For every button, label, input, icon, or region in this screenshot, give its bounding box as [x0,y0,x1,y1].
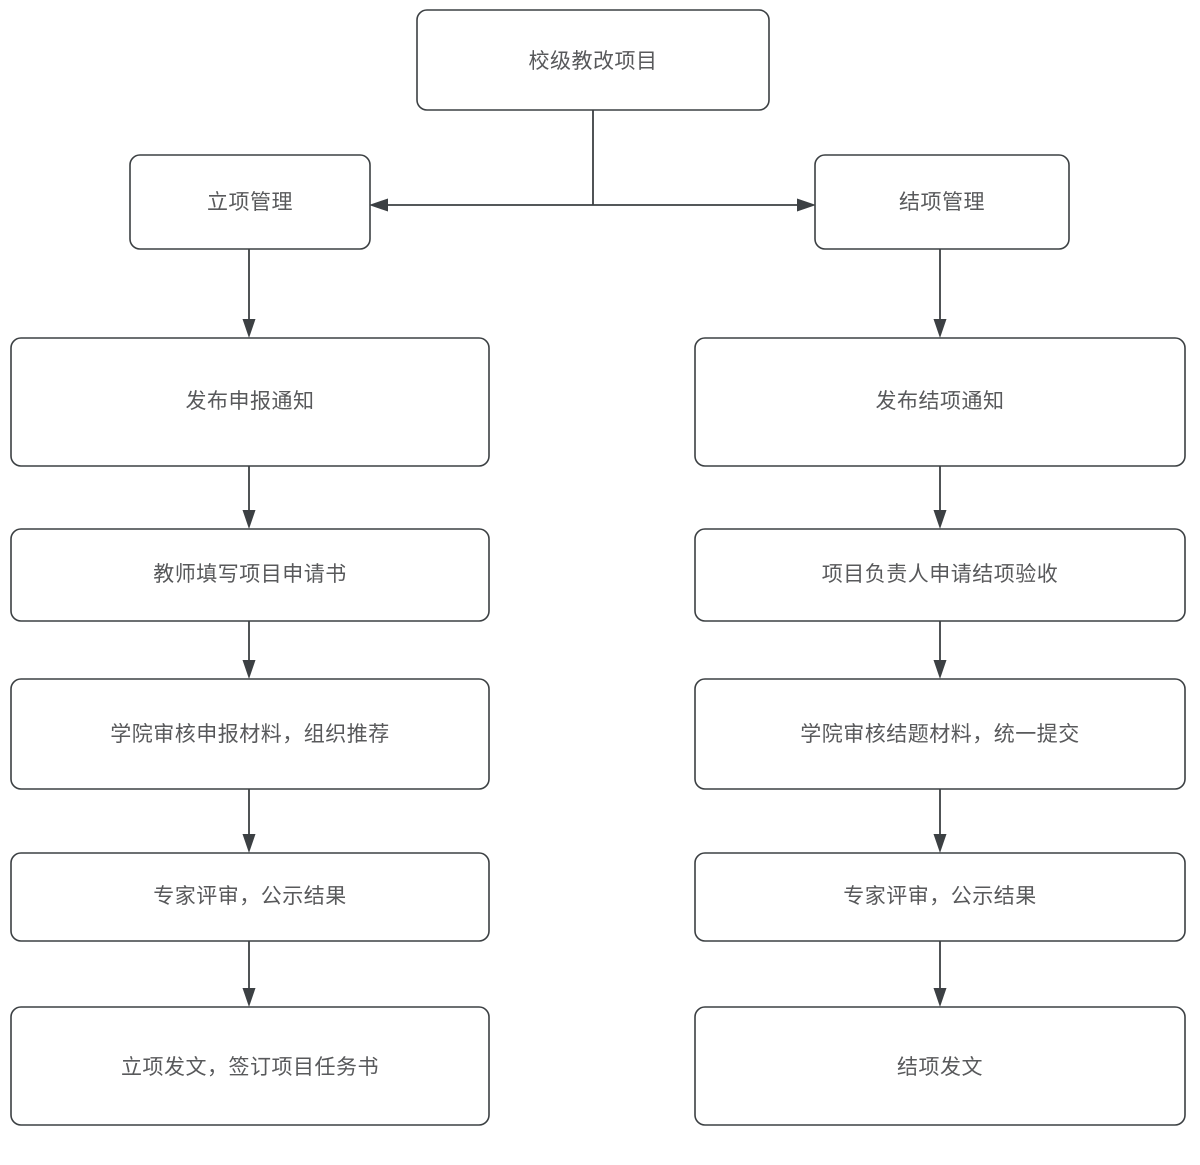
node-root[interactable]: 校级教改项目 [416,9,770,111]
edge-arrowhead-left-1 [242,319,256,338]
node-left-4-box[interactable] [10,852,490,942]
node-right-1-box[interactable] [694,337,1186,467]
node-left-5[interactable]: 立项发文，签订项目任务书 [10,1006,490,1126]
edge-arrowhead-right-1 [933,319,947,338]
node-root-label: 校级教改项目 [529,49,658,73]
node-left-branch[interactable]: 立项管理 [129,154,371,250]
node-right-3-box[interactable] [694,678,1186,790]
node-left-1-label: 发布申报通知 [186,389,315,413]
node-left-5-box[interactable] [10,1006,490,1126]
node-right-2[interactable]: 项目负责人申请结项验收 [694,528,1186,622]
node-right-4[interactable]: 专家评审，公示结果 [694,852,1186,942]
node-left-branch-label: 立项管理 [207,190,293,214]
edge-arrowhead-left-4 [242,834,256,853]
node-right-branch-box[interactable] [814,154,1070,250]
node-right-3[interactable]: 学院审核结题材料，统一提交 [694,678,1186,790]
node-left-4-label: 专家评审，公示结果 [153,884,347,908]
node-left-branch-box[interactable] [129,154,371,250]
node-right-branch-label: 结项管理 [899,190,985,214]
node-right-2-label: 项目负责人申请结项验收 [822,562,1059,586]
node-right-5-box[interactable] [694,1006,1186,1126]
edge-arrowhead-left-2 [242,510,256,529]
node-root-box[interactable] [416,9,770,111]
node-left-2[interactable]: 教师填写项目申请书 [10,528,490,622]
edge-arrowhead-right-2 [933,510,947,529]
edge-arrowhead-left-3 [242,660,256,679]
node-left-4[interactable]: 专家评审，公示结果 [10,852,490,942]
node-right-3-label: 学院审核结题材料，统一提交 [800,722,1080,746]
node-left-2-box[interactable] [10,528,490,622]
node-right-5[interactable]: 结项发文 [694,1006,1186,1126]
node-right-4-box[interactable] [694,852,1186,942]
edge-arrowhead-left [369,198,388,212]
node-left-5-label: 立项发文，签订项目任务书 [121,1055,379,1079]
node-left-2-label: 教师填写项目申请书 [153,562,347,586]
node-left-1-box[interactable] [10,337,490,467]
node-left-3[interactable]: 学院审核申报材料，组织推荐 [10,678,490,790]
node-right-1[interactable]: 发布结项通知 [694,337,1186,467]
node-right-1-label: 发布结项通知 [876,389,1005,413]
edge-arrowhead-right-4 [933,834,947,853]
node-left-1[interactable]: 发布申报通知 [10,337,490,467]
node-right-5-label: 结项发文 [897,1055,983,1079]
edge-arrowhead-right-5 [933,988,947,1007]
node-right-2-box[interactable] [694,528,1186,622]
node-right-4-label: 专家评审，公示结果 [843,884,1037,908]
edge-arrowhead-right-3 [933,660,947,679]
node-right-branch[interactable]: 结项管理 [814,154,1070,250]
edge-layer [242,110,947,1007]
edge-arrowhead-right [797,198,816,212]
node-left-3-label: 学院审核申报材料，组织推荐 [110,722,390,746]
node-left-3-box[interactable] [10,678,490,790]
edge-arrowhead-left-5 [242,988,256,1007]
